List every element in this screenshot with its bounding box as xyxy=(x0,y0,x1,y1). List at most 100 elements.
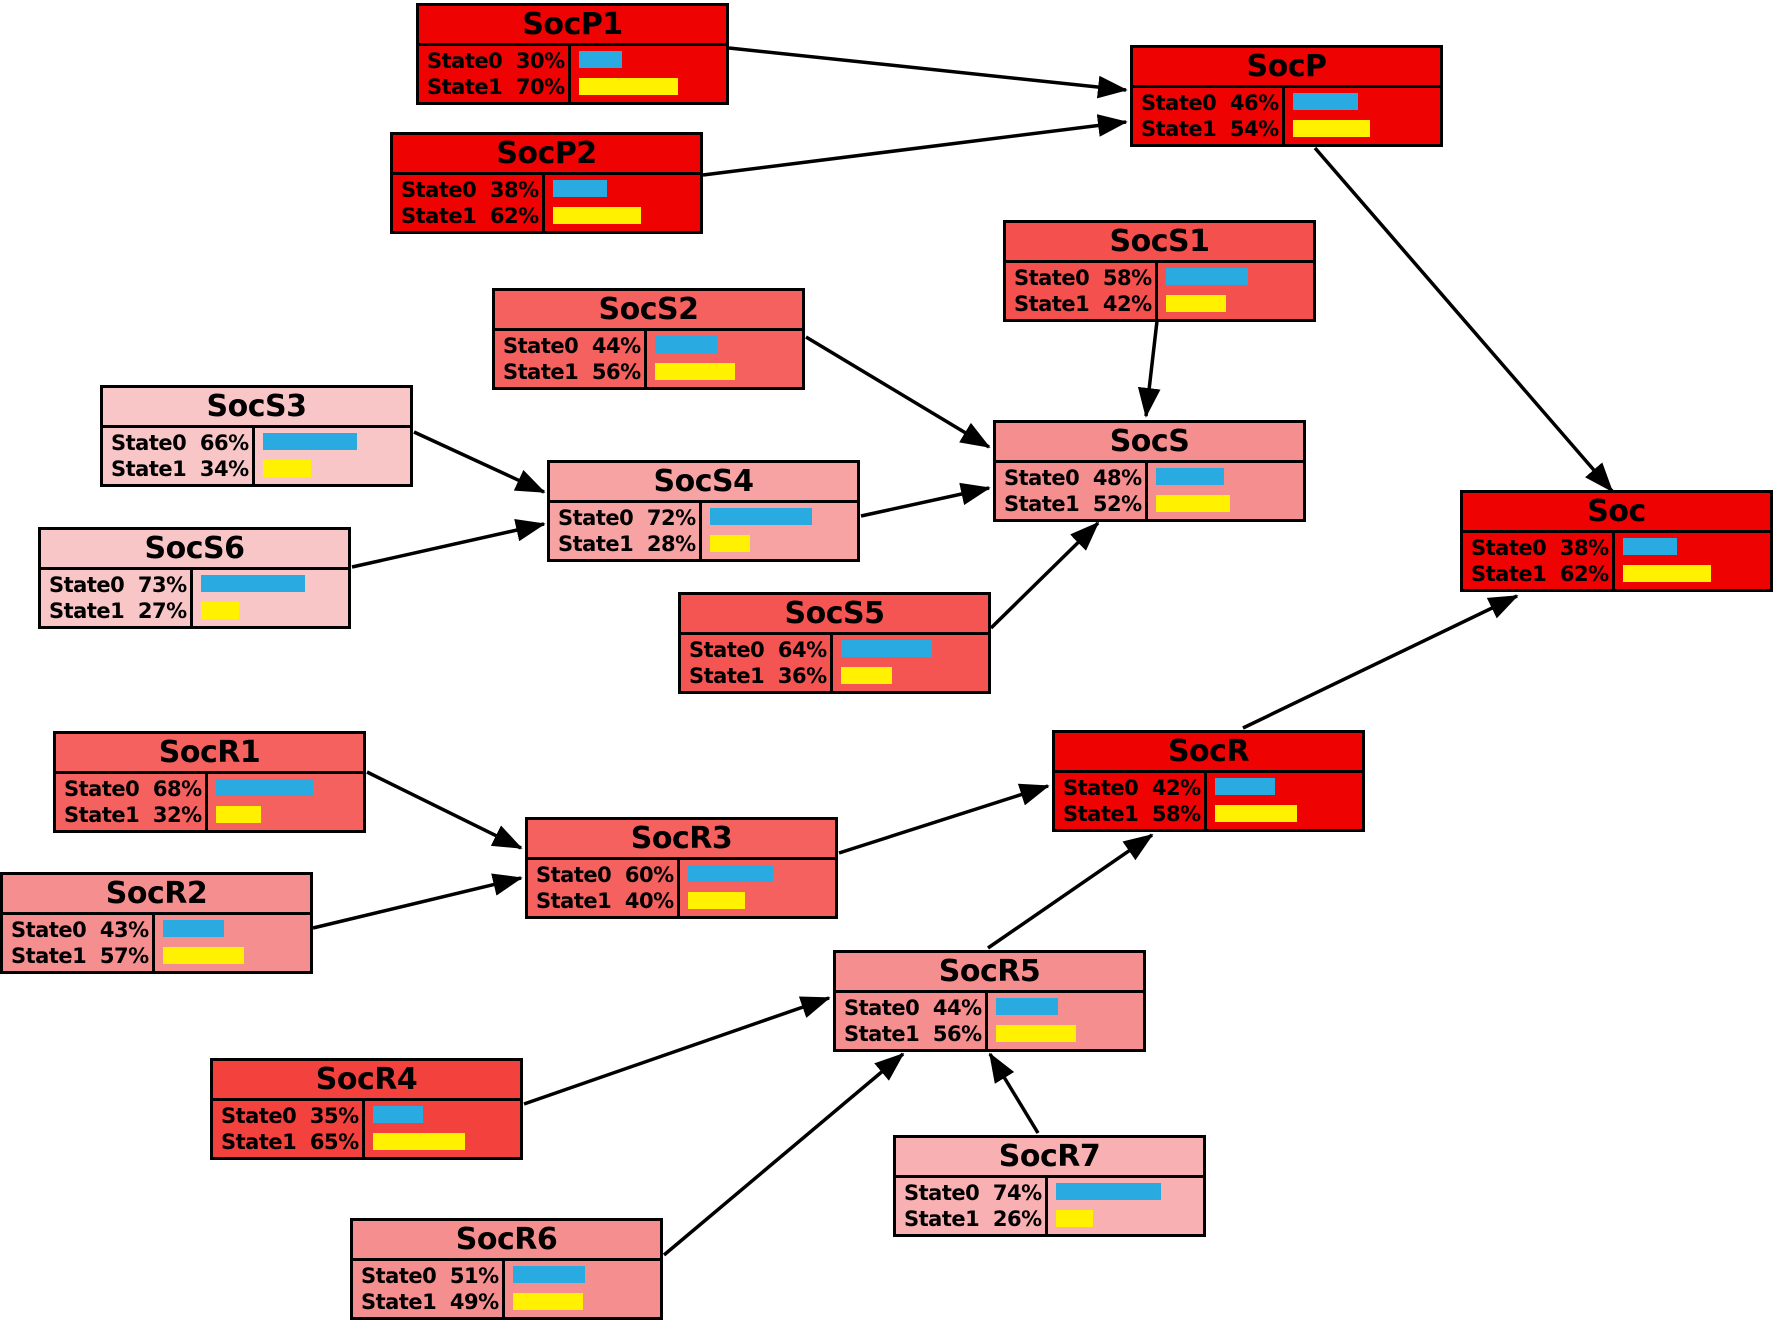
state1-row: State1 56% xyxy=(844,1022,982,1046)
state1-row: State1 34% xyxy=(111,457,249,481)
state1-row: State1 49% xyxy=(361,1290,499,1314)
state1-row: State1 52% xyxy=(1004,492,1142,516)
node-title: SocP2 xyxy=(393,135,700,175)
state0-row: State0 35% xyxy=(221,1104,359,1128)
node-title: SocR6 xyxy=(353,1221,660,1261)
node-probability-table: State0 30%State1 70% xyxy=(419,46,726,102)
state-labels: State0 43%State1 57% xyxy=(3,915,155,971)
state-labels: State0 73%State1 27% xyxy=(41,570,193,626)
state0-bar xyxy=(841,640,932,657)
state0-bar xyxy=(1623,538,1677,555)
state-labels: State0 44%State1 56% xyxy=(836,993,988,1049)
edge-SocR7-to-SocR5 xyxy=(988,1052,1040,1134)
state0-row: State0 51% xyxy=(361,1264,499,1288)
node-title: SocR2 xyxy=(3,875,310,915)
state1-row: State1 28% xyxy=(558,532,696,556)
node-probability-table: State0 46%State1 54% xyxy=(1133,88,1440,144)
node-probability-table: State0 60%State1 40% xyxy=(528,860,835,916)
state0-bar xyxy=(263,433,357,450)
state-labels: State0 58%State1 42% xyxy=(1006,263,1158,319)
edge-SocR5-to-SocR xyxy=(987,833,1154,950)
node-title: SocR1 xyxy=(56,734,363,774)
state1-bar xyxy=(513,1293,583,1310)
edge-SocR1-to-SocR3 xyxy=(366,770,523,850)
state1-bar xyxy=(710,535,750,552)
state0-bar xyxy=(553,180,607,197)
node-probability-table: State0 74%State1 26% xyxy=(896,1178,1203,1234)
state-labels: State0 48%State1 52% xyxy=(996,463,1148,519)
state-labels: State0 51%State1 49% xyxy=(353,1261,505,1317)
node-title: SocS3 xyxy=(103,388,410,428)
state0-row: State0 43% xyxy=(11,918,149,942)
node-probability-table: State0 44%State1 56% xyxy=(836,993,1143,1049)
state0-row: State0 44% xyxy=(503,334,641,358)
edge-SocS4-to-SocS xyxy=(860,482,991,518)
state-labels: State0 38%State1 62% xyxy=(393,175,545,231)
state0-row: State0 48% xyxy=(1004,466,1142,490)
edge-SocS1-to-SocS xyxy=(1137,320,1161,418)
state-labels: State0 38%State1 62% xyxy=(1463,533,1615,589)
state0-row: State0 64% xyxy=(689,638,827,662)
node-probability-table: State0 44%State1 56% xyxy=(495,331,802,387)
state-labels: State0 42%State1 58% xyxy=(1055,773,1207,829)
state0-bar xyxy=(1056,1183,1161,1200)
state0-row: State0 73% xyxy=(49,573,187,597)
edge-SocR6-to-SocR5 xyxy=(662,1052,905,1257)
state0-row: State0 68% xyxy=(64,777,202,801)
edge-SocS3-to-SocS4 xyxy=(413,430,546,494)
state0-row: State0 58% xyxy=(1014,266,1152,290)
node-title: SocR7 xyxy=(896,1138,1203,1178)
state1-bar xyxy=(841,667,892,684)
node-probability-table: State0 64%State1 36% xyxy=(681,635,988,691)
edge-SocR-to-Soc xyxy=(1242,594,1519,730)
node-title: SocP xyxy=(1133,48,1440,88)
state1-row: State1 56% xyxy=(503,360,641,384)
state1-bar xyxy=(216,806,261,823)
node-title: SocR xyxy=(1055,733,1362,773)
state1-row: State1 40% xyxy=(536,889,674,913)
state1-bar xyxy=(163,947,244,964)
state-labels: State0 35%State1 65% xyxy=(213,1101,365,1157)
state1-bar xyxy=(655,363,735,380)
state0-bar xyxy=(1166,268,1248,285)
state0-bar xyxy=(201,575,305,592)
state0-bar xyxy=(1293,93,1358,110)
state0-bar xyxy=(1156,468,1224,485)
state1-row: State1 65% xyxy=(221,1130,359,1154)
state1-row: State1 32% xyxy=(64,803,202,827)
state1-bar xyxy=(1293,120,1370,137)
state0-row: State0 74% xyxy=(904,1181,1042,1205)
node-title: SocS xyxy=(996,423,1303,463)
node-probability-table: State0 72%State1 28% xyxy=(550,503,857,559)
state0-bar xyxy=(579,51,622,68)
state1-bar xyxy=(1215,805,1297,822)
state0-row: State0 46% xyxy=(1141,91,1279,115)
node-probability-table: State0 43%State1 57% xyxy=(3,915,310,971)
state1-row: State1 27% xyxy=(49,599,187,623)
node-probability-table: State0 42%State1 58% xyxy=(1055,773,1362,829)
state0-row: State0 44% xyxy=(844,996,982,1020)
edge-SocP2-to-SocP xyxy=(702,114,1128,177)
state-labels: State0 68%State1 32% xyxy=(56,774,208,830)
state0-row: State0 60% xyxy=(536,863,674,887)
node-probability-table: State0 38%State1 62% xyxy=(1463,533,1770,589)
node-probability-table: State0 35%State1 65% xyxy=(213,1101,520,1157)
state1-row: State1 36% xyxy=(689,664,827,688)
state0-row: State0 38% xyxy=(1471,536,1609,560)
node-probability-table: State0 66%State1 34% xyxy=(103,428,410,484)
state-labels: State0 46%State1 54% xyxy=(1133,88,1285,144)
state1-row: State1 54% xyxy=(1141,117,1279,141)
state0-bar xyxy=(996,998,1058,1015)
state0-row: State0 72% xyxy=(558,506,696,530)
edge-SocS6-to-SocS4 xyxy=(351,519,546,569)
